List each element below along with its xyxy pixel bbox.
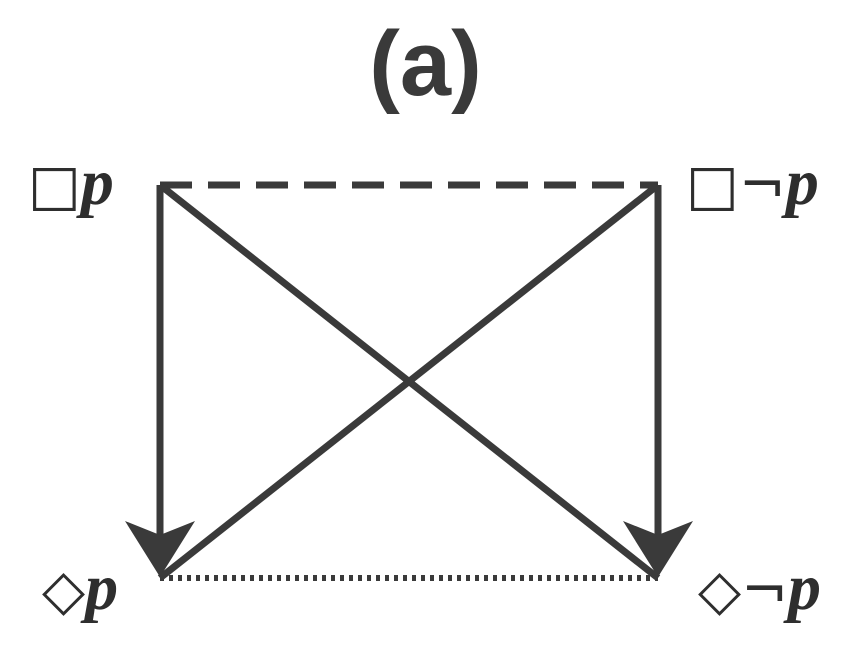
node-possibly-p: ◇p [42, 551, 119, 624]
node-necessarily-not-p: □¬p [686, 146, 819, 219]
node-necessarily-p: □p [28, 146, 114, 219]
contradictory-diagonal-2 [157, 182, 661, 581]
node-possibly-not-p: ◇¬p [698, 551, 821, 624]
diagram-title: (a) [369, 13, 482, 115]
